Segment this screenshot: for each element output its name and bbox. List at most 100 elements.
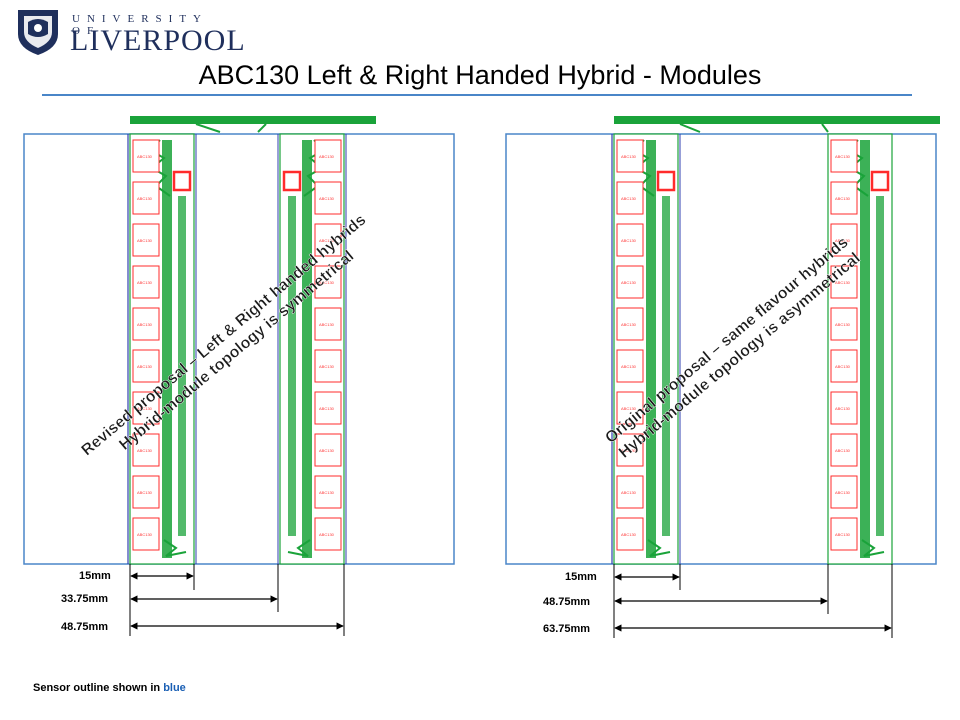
left-b-chip — [314, 349, 342, 383]
left-a-chip — [132, 349, 160, 383]
left-a-chip — [132, 223, 160, 257]
right-b-chip — [830, 265, 858, 299]
left-a-chip-label: ABC130 — [137, 322, 153, 327]
left-hybrid-a: ABC130ABC130ABC130ABC130ABC130ABC130ABC1… — [129, 133, 195, 565]
left-a-chip-label: ABC130 — [137, 364, 153, 369]
right-a-chip-label: ABC130 — [621, 532, 637, 537]
left-a-chip-label: ABC130 — [137, 406, 153, 411]
right-b-chip-label: ABC130 — [835, 406, 851, 411]
right-b-chip-label: ABC130 — [835, 154, 851, 159]
right-a-chip — [616, 265, 644, 299]
left-b-chip-label: ABC130 — [319, 322, 335, 327]
left-a-chip-label: ABC130 — [137, 154, 153, 159]
university-logo: UNIVERSITY OF LIVERPOOL — [16, 8, 245, 58]
right-a-chip-label: ABC130 — [621, 280, 637, 285]
left-a-chip — [132, 433, 160, 467]
left-sensor-outline — [23, 133, 455, 565]
right-hybrid-b: ABC130ABC130ABC130ABC130ABC130ABC130ABC1… — [827, 133, 893, 565]
left-a-chip-label: ABC130 — [137, 238, 153, 243]
right-b-chip — [830, 307, 858, 341]
left-dim-label-2: 33.75mm — [61, 593, 108, 605]
left-b-chip-label: ABC130 — [319, 490, 335, 495]
right-b-chip-label: ABC130 — [835, 238, 851, 243]
right-a-chip-label: ABC130 — [621, 196, 637, 201]
left-b-chip — [314, 307, 342, 341]
right-hybrid-a: ABC130ABC130ABC130ABC130ABC130ABC130ABC1… — [613, 133, 679, 565]
right-module: ABC130ABC130ABC130ABC130ABC130ABC130ABC1… — [505, 116, 940, 638]
left-a-chip — [132, 475, 160, 509]
left-b-chip-label: ABC130 — [319, 448, 335, 453]
page-title: ABC130 Left & Right Handed Hybrid - Modu… — [198, 60, 762, 90]
right-b-chip-label: ABC130 — [835, 196, 851, 201]
left-b-chip-label: ABC130 — [319, 238, 335, 243]
left-dim-label-1: 15mm — [79, 570, 111, 582]
title-underline — [42, 94, 912, 96]
right-b-chip-label: ABC130 — [835, 448, 851, 453]
right-dim-label-3: 63.75mm — [543, 623, 590, 635]
left-top-bus — [130, 116, 376, 124]
right-a-chip-label: ABC130 — [621, 322, 637, 327]
left-b-chip-label: ABC130 — [319, 532, 335, 537]
right-a-chip-label: ABC130 — [621, 364, 637, 369]
right-b-chip — [830, 391, 858, 425]
right-a-chip-label: ABC130 — [621, 154, 637, 159]
right-sensor-outline — [505, 133, 937, 565]
right-a-chip — [616, 181, 644, 215]
left-b-chip — [314, 475, 342, 509]
left-b-chip — [314, 181, 342, 215]
right-dim-label-1: 15mm — [565, 571, 597, 583]
left-a-chip — [132, 181, 160, 215]
left-b-chip-label: ABC130 — [319, 364, 335, 369]
left-dim-label-3: 48.75mm — [61, 621, 108, 633]
right-dim-label-2: 48.75mm — [543, 596, 590, 608]
right-b-chip — [830, 223, 858, 257]
right-bus-trace — [679, 123, 829, 133]
right-a-chip — [616, 517, 644, 551]
right-a-chip — [616, 433, 644, 467]
right-a-chip — [616, 223, 644, 257]
right-b-chip — [830, 181, 858, 215]
left-hybrid-b: ABC130ABC130ABC130ABC130ABC130ABC130ABC1… — [279, 133, 345, 565]
left-a-chip — [132, 307, 160, 341]
crest-icon — [18, 10, 58, 55]
left-b-chip — [314, 139, 342, 173]
right-b-chip — [830, 517, 858, 551]
left-a-chip — [132, 517, 160, 551]
right-b-chip-label: ABC130 — [835, 364, 851, 369]
left-b-chip-label: ABC130 — [319, 196, 335, 201]
right-a-chip-label: ABC130 — [621, 448, 637, 453]
left-b-chip — [314, 223, 342, 257]
left-a-chip-label: ABC130 — [137, 490, 153, 495]
right-b-chip — [830, 475, 858, 509]
left-bus-trace — [195, 123, 267, 133]
right-a-chip — [616, 475, 644, 509]
right-b-chip — [830, 349, 858, 383]
footnote-highlight: blue — [163, 682, 186, 694]
logo-top-text: UNIVERSITY OF — [72, 13, 208, 37]
left-b-chip-label: ABC130 — [319, 154, 335, 159]
right-a-chip — [616, 139, 644, 173]
right-b-chip-label: ABC130 — [835, 490, 851, 495]
footnote-text: Sensor outline shown in — [33, 682, 164, 694]
left-a-chip-label: ABC130 — [137, 448, 153, 453]
left-a-chip — [132, 139, 160, 173]
left-a-chip-label: ABC130 — [137, 196, 153, 201]
left-a-chip — [132, 265, 160, 299]
left-a-chip-label: ABC130 — [137, 532, 153, 537]
left-a-chip-label: ABC130 — [137, 280, 153, 285]
right-a-chip — [616, 391, 644, 425]
footnote: Sensor outline shown in blue — [33, 682, 186, 694]
right-a-chip-label: ABC130 — [621, 490, 637, 495]
right-a-chip-label: ABC130 — [621, 238, 637, 243]
right-a-chip-label: ABC130 — [621, 406, 637, 411]
right-top-bus — [614, 116, 940, 124]
right-b-chip — [830, 433, 858, 467]
right-b-chip — [830, 139, 858, 173]
logo-main-text: LIVERPOOL — [70, 24, 246, 57]
right-a-chip — [616, 307, 644, 341]
left-b-chip — [314, 391, 342, 425]
left-b-chip — [314, 517, 342, 551]
left-b-chip-label: ABC130 — [319, 280, 335, 285]
left-b-chip — [314, 433, 342, 467]
